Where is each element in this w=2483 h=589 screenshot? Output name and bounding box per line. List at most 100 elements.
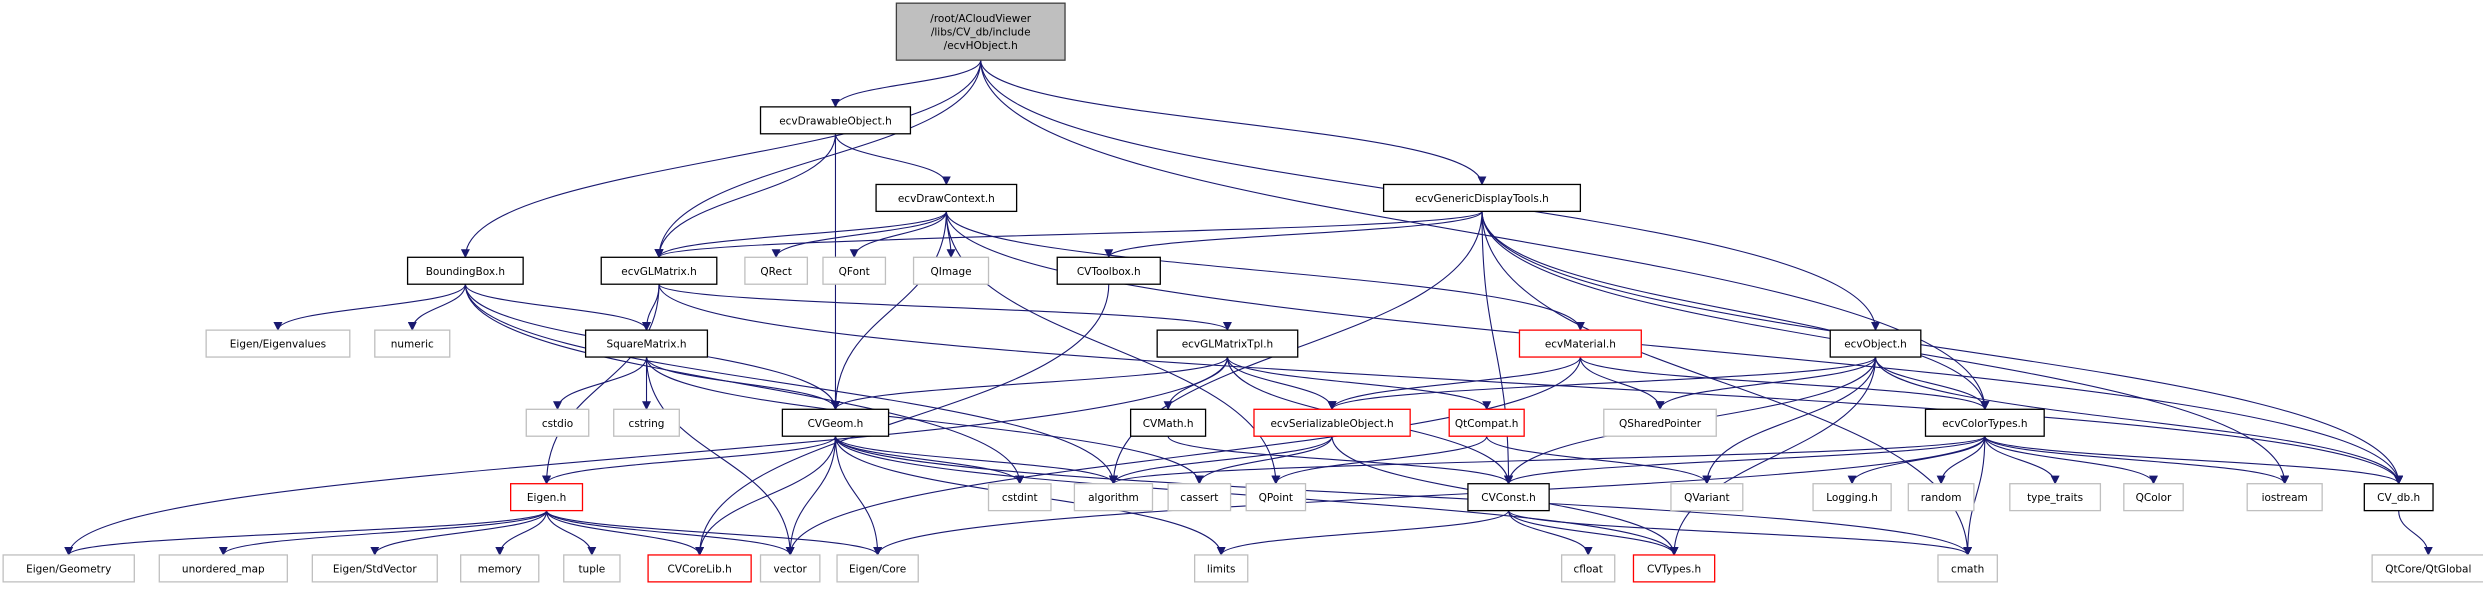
edge-line xyxy=(1579,356,1665,411)
node-memory: memory xyxy=(460,554,540,583)
edge-line xyxy=(1109,435,1986,485)
node-CVTypes[interactable]: CVTypes.h xyxy=(1632,554,1716,583)
node-type_traits: type_traits xyxy=(2009,483,2102,512)
node-ecvGenericDisplayTools[interactable]: ecvGenericDisplayTools.h xyxy=(1382,183,1582,213)
node-ecvObject[interactable]: ecvObject.h xyxy=(1829,329,1922,358)
edge-ecvSerializableObject-to-cassert xyxy=(1194,436,1333,485)
node-box xyxy=(1448,408,1525,437)
edge-line xyxy=(2398,510,2433,556)
node-QRect: QRect xyxy=(744,256,809,285)
edge-CVConst-to-cfloat xyxy=(1507,510,1593,556)
node-box xyxy=(510,483,584,512)
node-EigenH[interactable]: Eigen.h xyxy=(510,483,584,512)
edge-EigenH-to-vector xyxy=(546,510,795,556)
edge-EigenH-to-CVCoreLib xyxy=(546,510,705,556)
edge-BoundingBox-to-numeric xyxy=(407,284,466,332)
edge-line xyxy=(1984,436,2158,485)
node-label: /ecvHObject.h xyxy=(944,40,1018,52)
node-box xyxy=(374,329,451,358)
edge-ecvGLMatrixTpl-to-QtCompat xyxy=(1226,356,1492,411)
edge-line xyxy=(834,435,1118,485)
node-tuple: tuple xyxy=(563,554,621,583)
edge-line xyxy=(834,133,951,186)
node-label: random xyxy=(1921,492,1962,504)
node-label: tuple xyxy=(578,563,605,575)
edge-line xyxy=(464,284,651,332)
edge-ecvGenericDisplayTools-to-CVConst xyxy=(1481,211,1514,485)
node-label: ecvDrawableObject.h xyxy=(779,115,892,127)
node-ecvColorTypes[interactable]: ecvColorTypes.h xyxy=(1924,408,2045,437)
edge-line xyxy=(658,284,2404,485)
node-CV_db[interactable]: CV_db.h xyxy=(2363,483,2434,512)
node-ecvSerializableObject[interactable]: ecvSerializableObject.h xyxy=(1253,408,1411,437)
node-box xyxy=(2371,554,2483,583)
edge-line xyxy=(64,357,1228,556)
node-label: BoundingBox.h xyxy=(426,266,505,278)
edge-ecvGLMatrixTpl-to-EigenGeometry xyxy=(64,357,1228,556)
node-CVConst[interactable]: CVConst.h xyxy=(1467,483,1550,512)
node-ecvGLMatrixTpl[interactable]: ecvGLMatrixTpl.h xyxy=(1156,329,1299,358)
node-CVToolbox[interactable]: CVToolbox.h xyxy=(1056,256,1161,285)
edge-ecvObject-to-CV_db xyxy=(1874,357,2404,485)
node-cstdint: cstdint xyxy=(987,483,1052,512)
edge-line xyxy=(771,211,947,259)
edge-ecvObject-to-ecvSerializableObject xyxy=(1327,356,1877,411)
node-ecvDrawableObject[interactable]: ecvDrawableObject.h xyxy=(759,106,912,135)
node-QPoint: QPoint xyxy=(1245,483,1307,512)
node-label: CV_db.h xyxy=(2377,492,2420,504)
edge-ecvSerializableObject-to-algorithm xyxy=(1109,436,1333,485)
edge-BoundingBox-to-algorithm xyxy=(464,284,1118,485)
edge-line xyxy=(546,510,883,556)
node-ecvMaterial[interactable]: ecvMaterial.h xyxy=(1518,329,1642,358)
node-box xyxy=(525,408,590,437)
node-box xyxy=(613,408,680,437)
edge-BoundingBox-to-cstdint xyxy=(464,284,1025,485)
node-label: cstdint xyxy=(1002,492,1038,504)
node-label: unordered_map xyxy=(182,563,265,575)
node-QImage: QImage xyxy=(912,256,990,285)
node-SquareMatrix[interactable]: SquareMatrix.h xyxy=(584,329,709,358)
node-EigenEigenvalues: Eigen/Eigenvalues xyxy=(205,329,351,358)
node-cstdio: cstdio xyxy=(525,408,590,437)
edge-line xyxy=(1194,436,1333,485)
node-CVGeom[interactable]: CVGeom.h xyxy=(781,408,890,437)
node-box xyxy=(1829,329,1922,358)
node-box xyxy=(759,106,912,135)
edge-line xyxy=(645,357,795,556)
edge-ecvColorTypes-to-type_traits xyxy=(1984,436,2060,485)
node-label: numeric xyxy=(391,339,434,351)
node-vector: vector xyxy=(759,554,821,583)
edge-CVGeom-to-EigenCore xyxy=(834,436,883,556)
edge-line xyxy=(542,435,837,485)
edge-line xyxy=(785,357,1581,556)
node-box xyxy=(460,554,540,583)
node-box xyxy=(1937,554,1998,583)
node-label: Logging.h xyxy=(1826,492,1878,504)
edge-ecvDrawContext-to-QFont xyxy=(849,211,947,259)
edge-line xyxy=(218,510,548,556)
node-box xyxy=(1907,483,1975,512)
node-BoundingBox[interactable]: BoundingBox.h xyxy=(406,256,524,285)
node-label: CVToolbox.h xyxy=(1077,266,1141,278)
node-box xyxy=(311,554,438,583)
node-label: ecvDrawContext.h xyxy=(898,193,995,205)
node-box xyxy=(875,183,1018,213)
node-cassert: cassert xyxy=(1167,483,1232,512)
node-box xyxy=(1156,329,1299,358)
node-box xyxy=(2246,483,2323,512)
edge-ecvColorTypes-to-CV_db xyxy=(1984,435,2404,485)
node-CVCoreLib[interactable]: CVCoreLib.h xyxy=(647,554,752,583)
edge-line xyxy=(273,284,466,332)
node-ecvDrawContext[interactable]: ecvDrawContext.h xyxy=(875,183,1018,213)
edge-ecvColorTypes-to-Logging xyxy=(1847,436,1986,485)
node-CVMath[interactable]: CVMath.h xyxy=(1129,408,1207,437)
node-ecvGLMatrix[interactable]: ecvGLMatrix.h xyxy=(600,256,718,285)
edge-line xyxy=(1579,356,1990,411)
edge-line xyxy=(830,211,947,411)
node-root[interactable]: /root/ACloudViewer/libs/CV_db/include/ec… xyxy=(895,2,1066,61)
edge-line xyxy=(834,436,1973,556)
node-QtCompat[interactable]: QtCompat.h xyxy=(1448,408,1525,437)
edge-line xyxy=(654,210,1483,259)
edge-line xyxy=(1874,357,2404,485)
